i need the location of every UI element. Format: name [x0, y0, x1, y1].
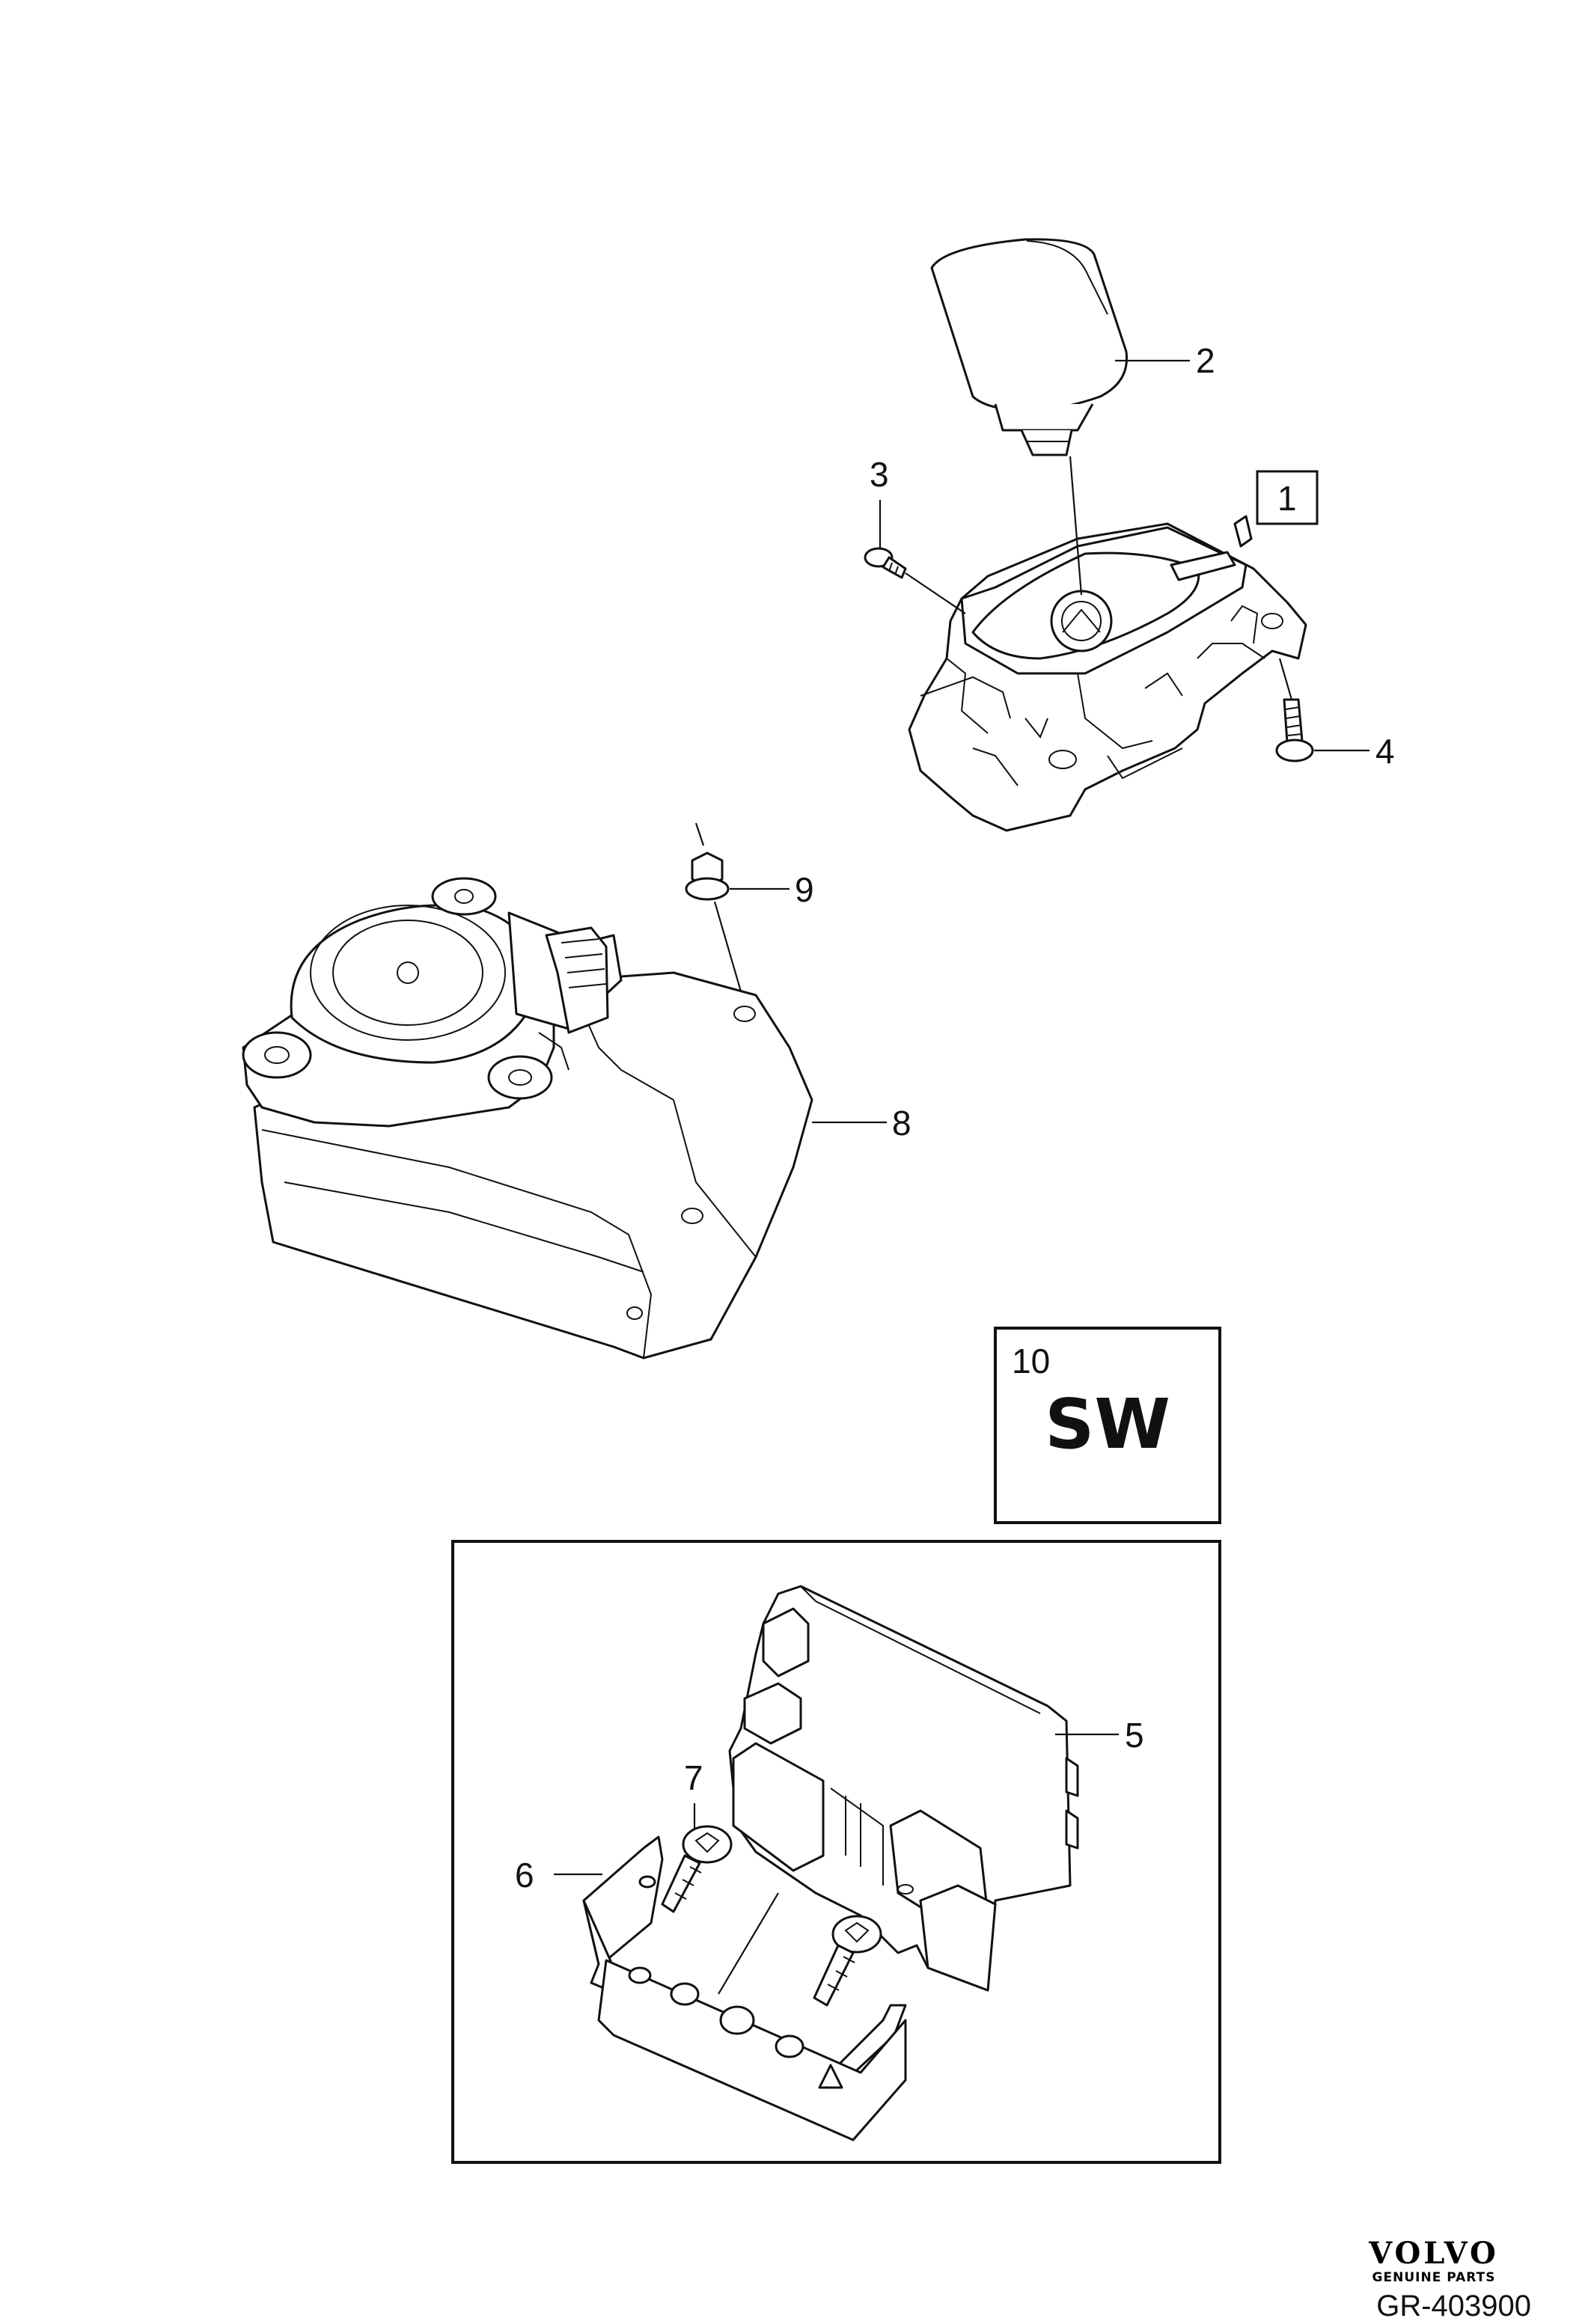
- callout-5: 5: [1125, 1716, 1144, 1755]
- bracket-icon: [582, 1835, 907, 2141]
- callout-1-box: [1256, 470, 1319, 525]
- control-module-icon: [728, 1585, 1079, 1992]
- screw-icon: [813, 1915, 882, 2007]
- gear-selector-icon: [908, 515, 1307, 832]
- sw-box-number: 10: [1012, 1342, 1050, 1380]
- callout-8: 8: [892, 1104, 911, 1143]
- screw-icon: [661, 1825, 733, 1913]
- shift-knob-icon: [930, 238, 1129, 456]
- callout-7: 7: [684, 1758, 703, 1797]
- software-box: 10 SW: [994, 1327, 1221, 1524]
- callout-2: 2: [1196, 341, 1215, 380]
- callout-6: 6: [515, 1856, 534, 1895]
- diagram-id: GR-403900: [1376, 2290, 1531, 2323]
- screw-icon: [1275, 698, 1314, 762]
- callout-4: 4: [1375, 732, 1395, 771]
- brand-logo: VOLVO GENUINE PARTS: [1344, 2236, 1524, 2286]
- callout-1: 1: [1277, 479, 1297, 518]
- callout-3: 3: [870, 455, 889, 494]
- brand-subtitle: GENUINE PARTS: [1372, 2270, 1496, 2285]
- callout-9: 9: [795, 870, 814, 909]
- nut-icon: [685, 851, 730, 901]
- sw-box-code: SW: [1045, 1384, 1170, 1464]
- screw-icon: [864, 547, 907, 579]
- brand-name: VOLVO: [1369, 2236, 1499, 2271]
- actuator-icon: [242, 877, 813, 1360]
